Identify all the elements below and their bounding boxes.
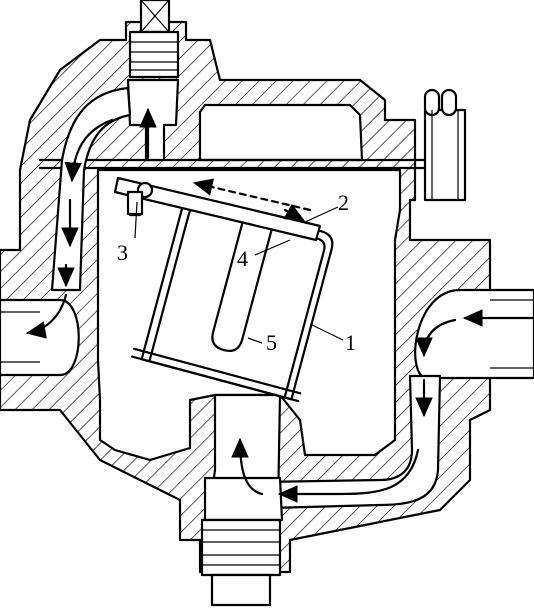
bottom-plug-nut: [200, 518, 282, 577]
leader-1: [311, 324, 344, 341]
top-cover: [198, 103, 364, 162]
flow-arrows: [25, 107, 534, 503]
leader-4: [254, 239, 291, 256]
lever-arm: [113, 176, 322, 242]
label-part-1: 1: [345, 330, 356, 355]
leader-5: [247, 337, 263, 344]
bottom-outlet-nozzle: [203, 476, 284, 522]
steam-tube: [211, 218, 274, 353]
label-part-4: 4: [237, 246, 248, 271]
outlet-port: [0, 298, 80, 377]
label-part-2: 2: [338, 190, 349, 215]
inlet-port: [414, 288, 534, 380]
leader-3: [134, 201, 138, 239]
label-part-5: 5: [266, 330, 277, 355]
side-valve-stem-2: [440, 88, 458, 117]
valve-seat: [126, 190, 144, 216]
label-part-3: 3: [117, 240, 128, 265]
side-valve-body: [423, 108, 467, 202]
bottom-plug-cap: [210, 573, 272, 607]
leader-2: [304, 206, 339, 223]
